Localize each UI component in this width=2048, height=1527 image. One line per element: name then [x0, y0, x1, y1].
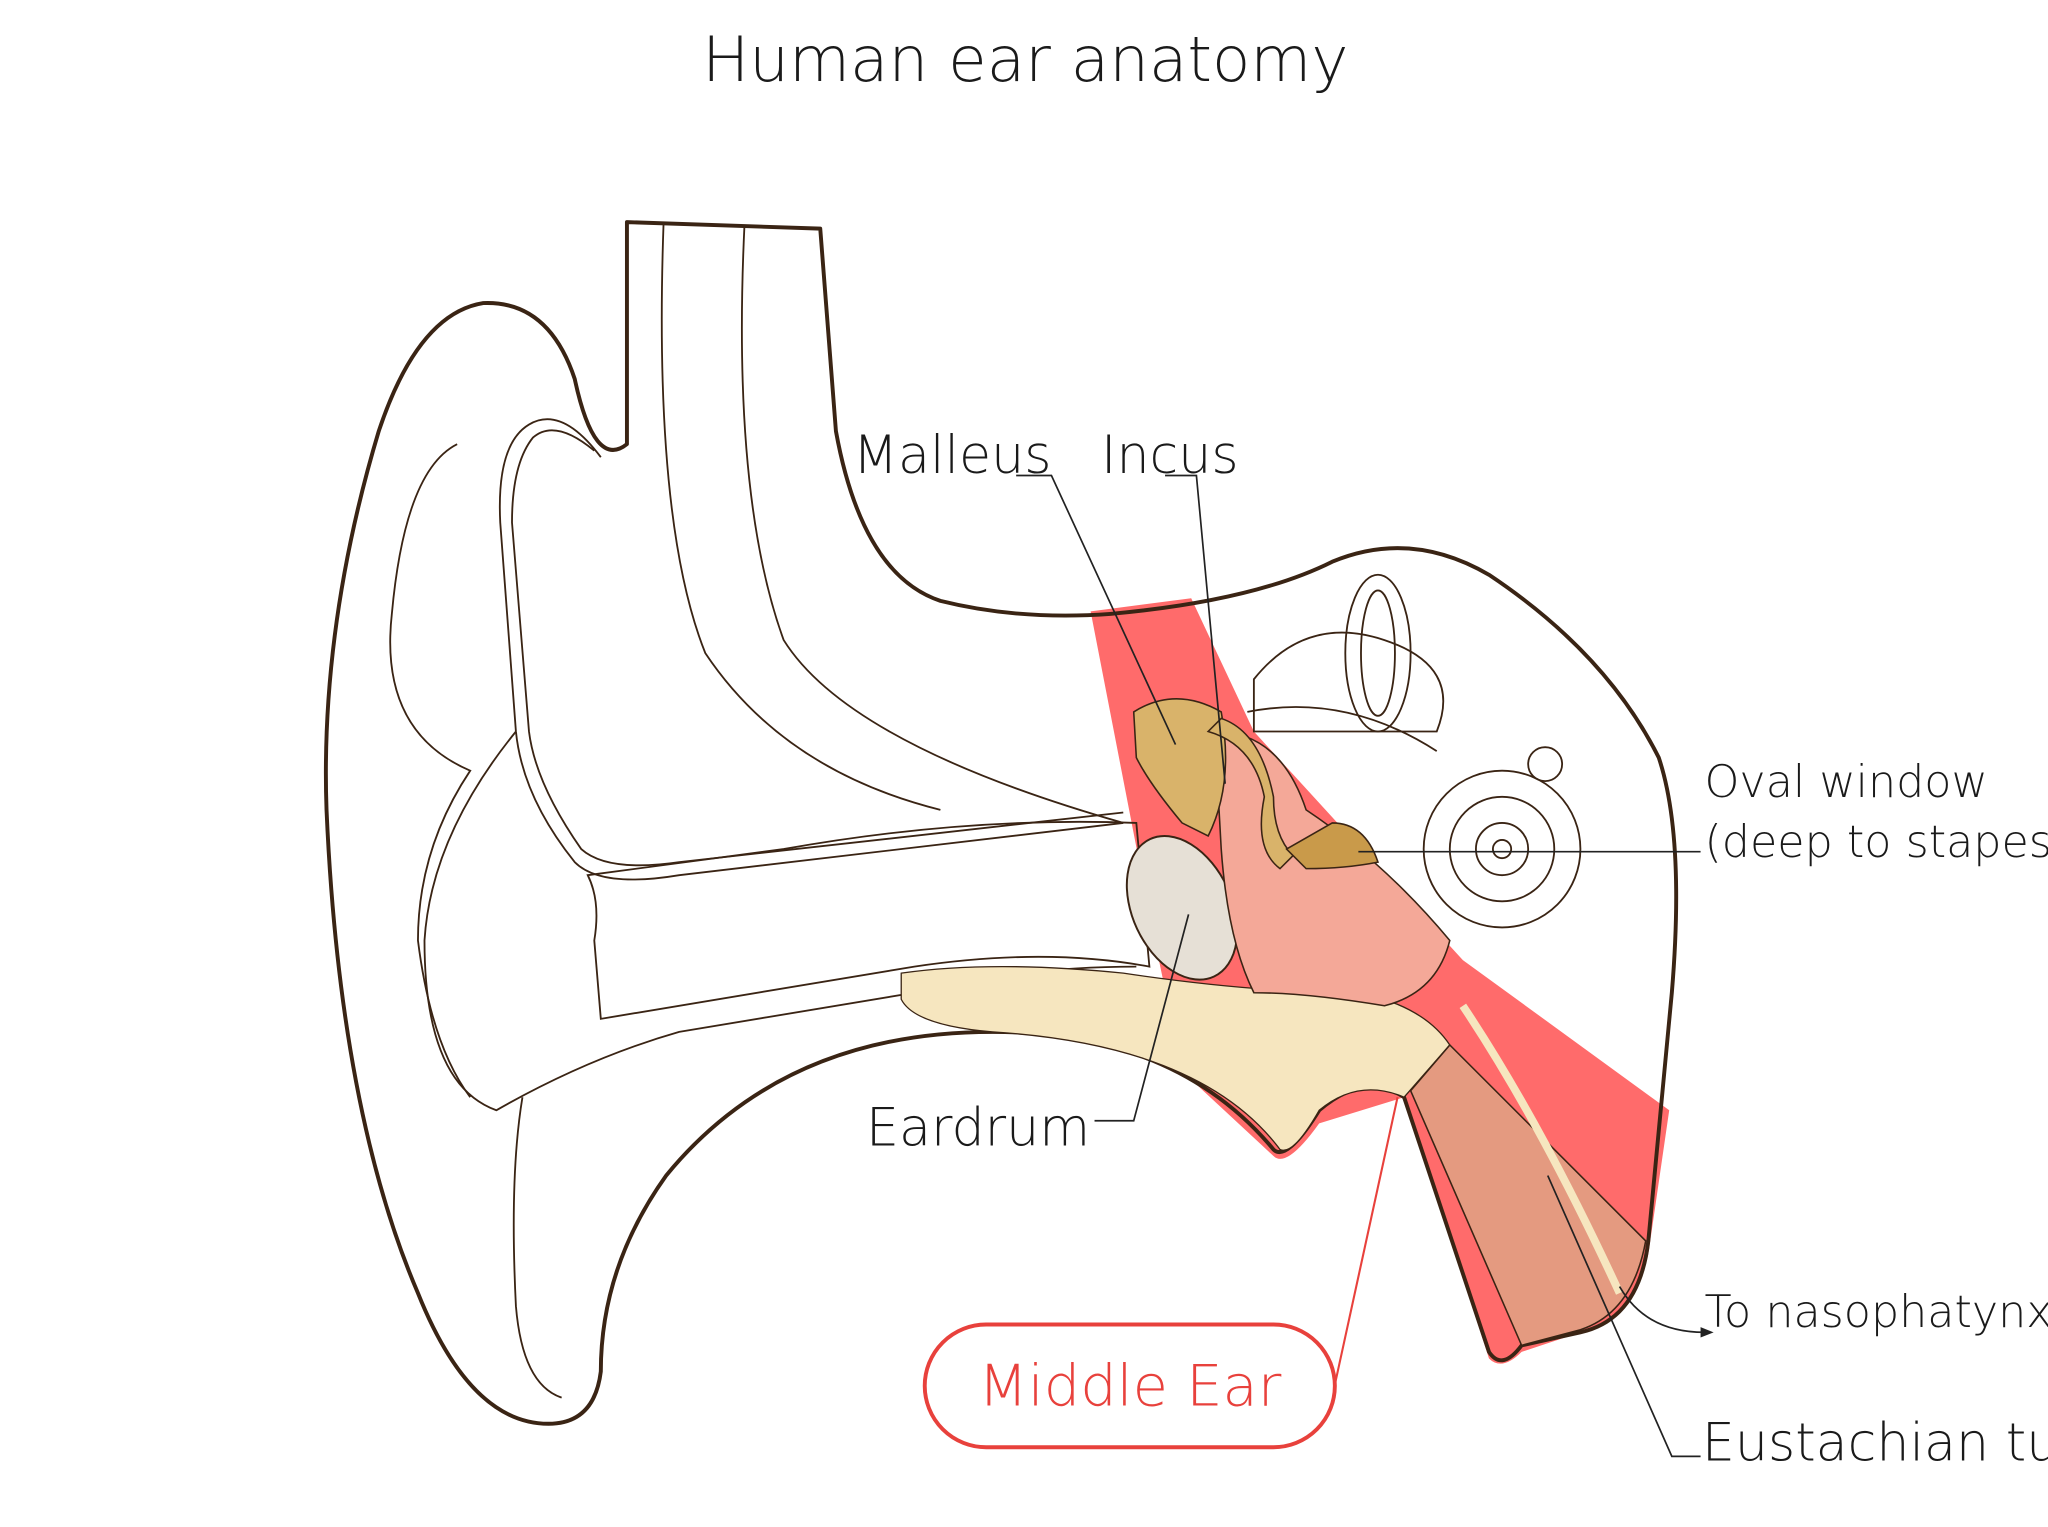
antihelix [389, 443, 472, 1098]
nasopharynx-leader [1618, 1286, 1705, 1334]
label-oval-window: Oval window [1704, 757, 1987, 808]
label-middle-ear: Middle Ear [978, 1352, 1282, 1419]
helix-rim [498, 418, 1124, 881]
label-malleus: Malleus [853, 426, 1052, 486]
eustachian-tube-shape [1409, 1043, 1647, 1347]
malleus-leader [1016, 474, 1177, 745]
diagram-title: Human ear anatomy [702, 23, 1348, 96]
eustachian-tube-core [1459, 1003, 1624, 1295]
label-incus: Incus [1101, 426, 1239, 486]
eardrum-leader [1094, 914, 1190, 1122]
label-oval-window-note: (deep to stapes) [1704, 817, 2048, 868]
stapes-bone [1285, 822, 1379, 870]
temporal-bone [900, 965, 1451, 1151]
eustachian-leader [1546, 1175, 1701, 1458]
middle-ear-badge [922, 1322, 1337, 1450]
label-eustachian-tube: Eustachian tube [1702, 1413, 2048, 1473]
canal-upper-lines [660, 224, 1124, 824]
ear-canal [586, 820, 1151, 1020]
label-eardrum: Eardrum [866, 1099, 1090, 1159]
helix-rim-inner [511, 429, 1124, 867]
label-to-nasopharynx: To nasophatynx [1704, 1287, 2048, 1338]
nasopharynx-arrow-icon [1700, 1327, 1714, 1338]
inner-ear [1247, 573, 1582, 929]
lobule-line [512, 1097, 562, 1399]
incus-leader [1165, 474, 1226, 784]
concha [423, 730, 1137, 1112]
malleus-bone [1132, 698, 1227, 838]
middle-ear-leader [1333, 1096, 1399, 1385]
